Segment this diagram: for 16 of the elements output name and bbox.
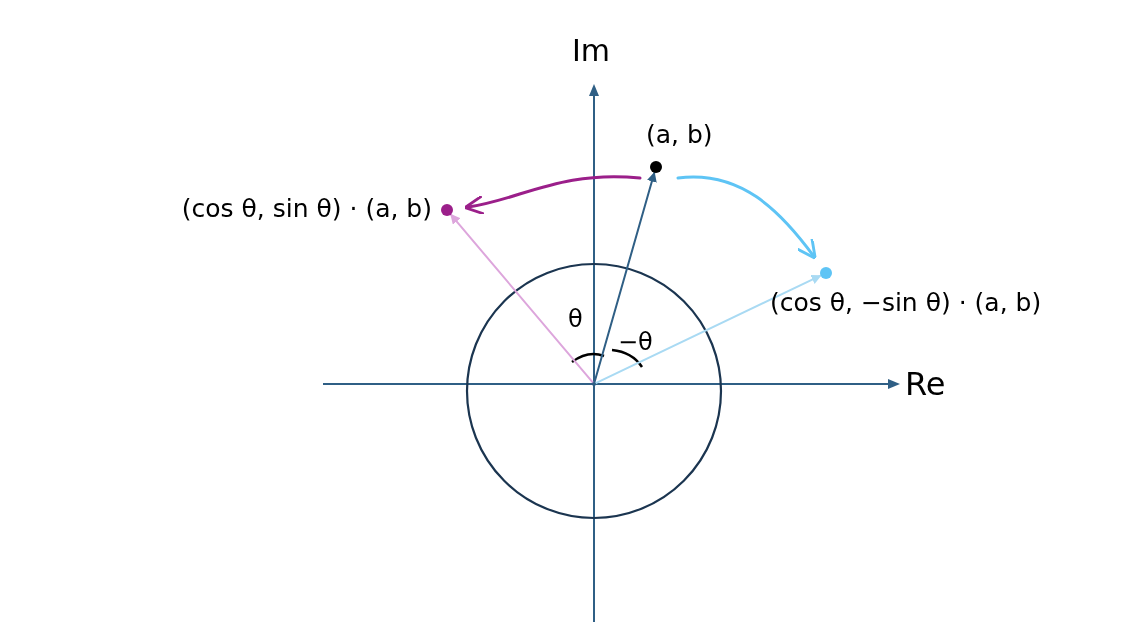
vector-arrow [594, 274, 822, 385]
axis-label: Im [572, 36, 611, 66]
angle-label: θ [568, 307, 583, 331]
point-marker [441, 204, 453, 216]
axis-label: Re [905, 368, 946, 400]
vector-arrow [593, 171, 657, 384]
point-marker [650, 161, 662, 173]
point-label: (cos θ, −sin θ) · (a, b) [770, 290, 1042, 315]
vector-arrow [449, 213, 594, 384]
origin-point [592, 382, 596, 386]
curved-arrow [676, 175, 817, 260]
point-label: (cos θ, sin θ) · (a, b) [181, 196, 432, 221]
point-label: (a, b) [646, 122, 713, 147]
curved-arrow [463, 175, 642, 215]
point-marker [820, 267, 832, 279]
angle-label: −θ [618, 330, 653, 354]
